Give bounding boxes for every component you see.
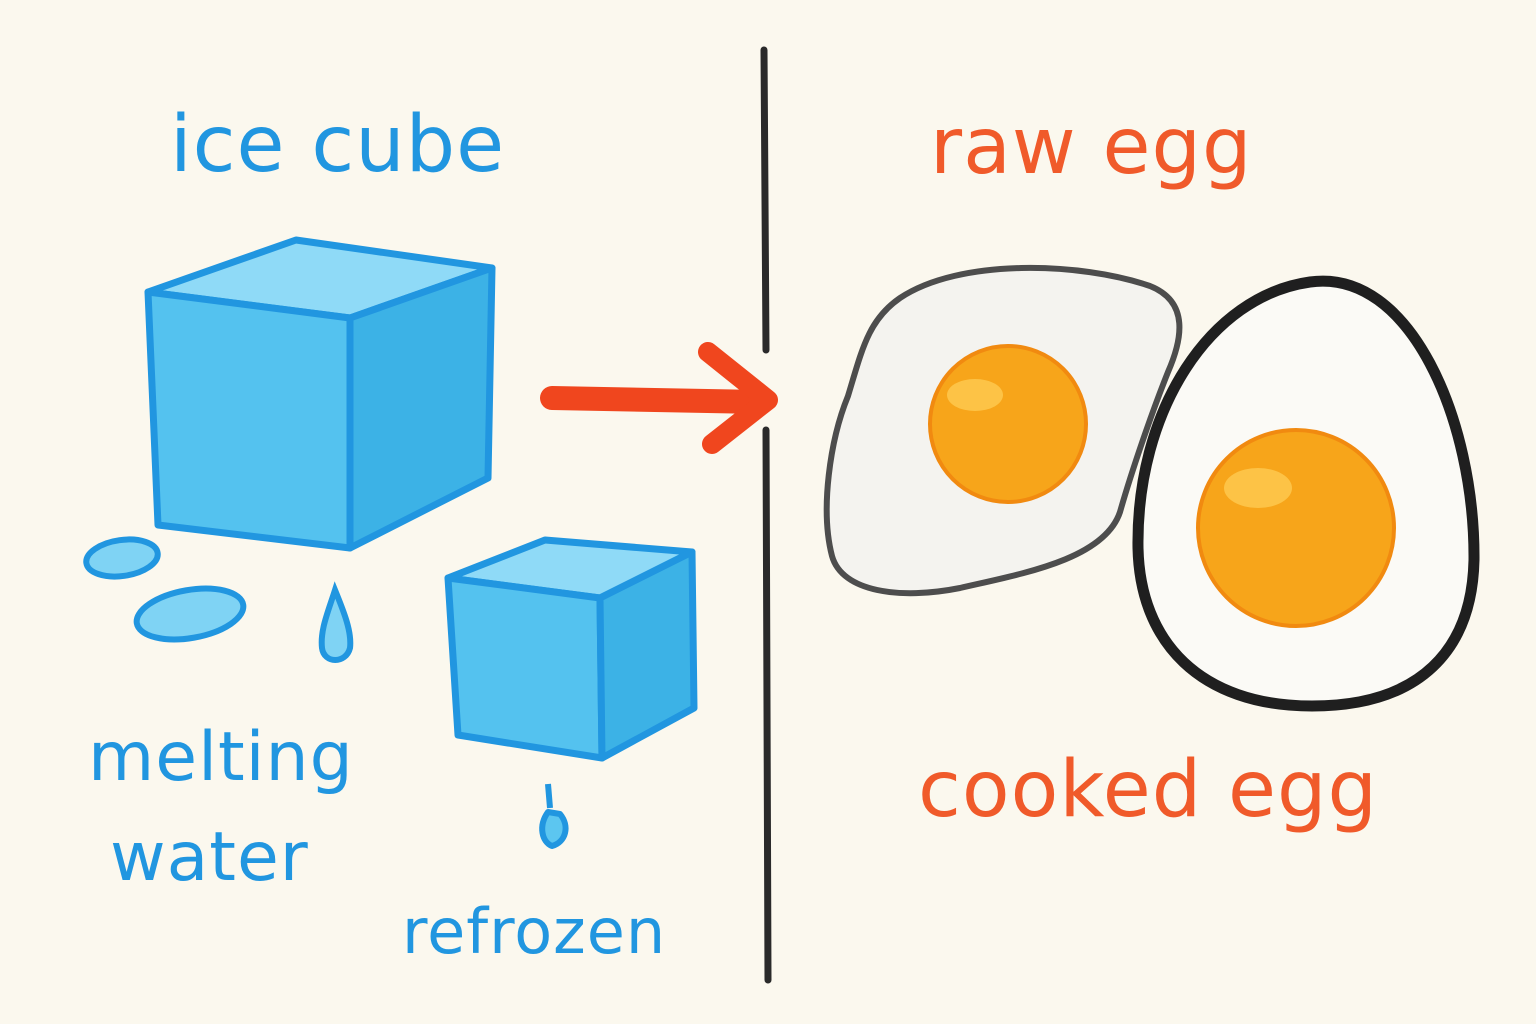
melting-water-label-line2: water: [110, 818, 309, 897]
refrozen-label: refrozen: [402, 895, 667, 968]
yolk: [928, 344, 1088, 504]
water-puddle-icon: [133, 585, 247, 643]
fried-egg-icon: [823, 264, 1183, 597]
water-puddle-icon: [83, 536, 161, 580]
small-ice-cube-icon: [444, 536, 698, 762]
arrow-right-icon: [540, 342, 778, 454]
large-ice-cube-icon: [144, 236, 496, 552]
ice-cube-label: ice cube: [170, 100, 506, 190]
boiled-egg-icon: [1132, 275, 1480, 712]
raw-egg-label: raw egg: [930, 102, 1253, 192]
divider-line: [760, 46, 772, 984]
yolk: [1196, 428, 1396, 628]
melting-water-label-line1: melting: [88, 718, 354, 797]
water-drop-icon: [318, 581, 354, 663]
melting-water-puddles: [83, 536, 354, 663]
refrozen-drop-icon: [539, 783, 569, 849]
cooked-egg-label: cooked egg: [918, 745, 1379, 835]
